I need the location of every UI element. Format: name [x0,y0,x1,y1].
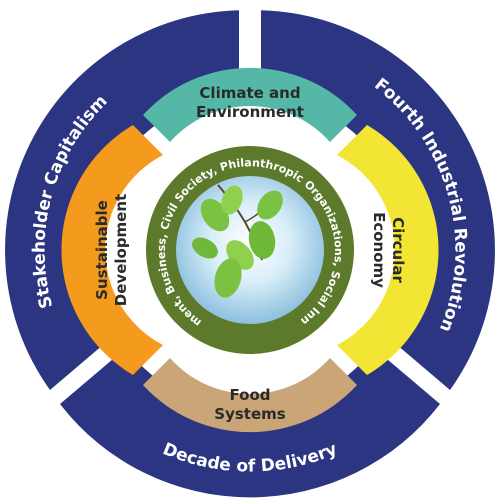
circular-label-line1: Circular [389,217,407,283]
middle-segment-circular [337,125,439,375]
leaves-icon [192,184,283,298]
climate-label-line1: Climate and [199,84,300,102]
food-label-line1: Food [230,386,271,404]
climate-label-line2: Environment [196,103,304,121]
middle-segment-sustainable [61,125,164,375]
middle-segment-food [143,358,357,433]
middle-segment-climate [143,67,357,142]
food-label-line2: Systems [214,405,285,423]
sustainable-label-line1: Sustainable [93,200,111,300]
circular-label-line2: Economy [370,212,388,288]
sustainable-label-line2: Development [112,194,130,306]
